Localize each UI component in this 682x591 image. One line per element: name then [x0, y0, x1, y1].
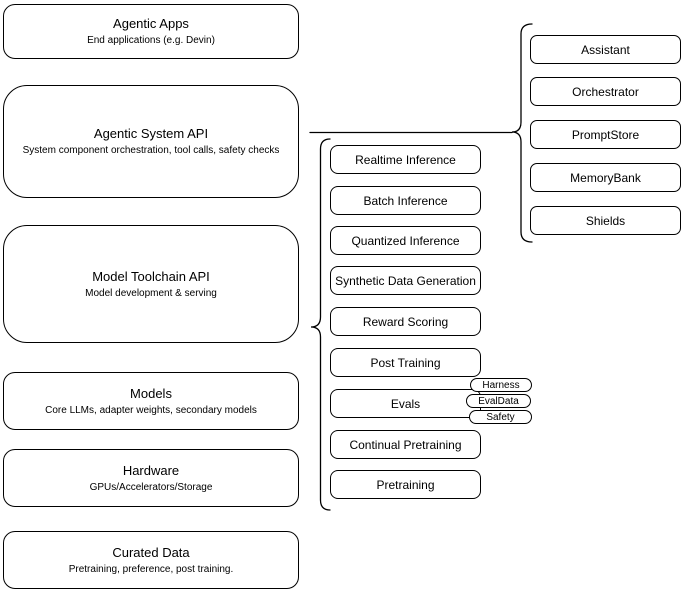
node-shields: Shields — [530, 206, 681, 235]
pill-label: Safety — [486, 411, 515, 423]
node-quantized-inference: Quantized Inference — [330, 226, 481, 255]
box-label: Assistant — [581, 42, 630, 57]
node-realtime-inference: Realtime Inference — [330, 145, 481, 174]
box-label: Continual Pretraining — [349, 437, 462, 452]
node-pretraining: Pretraining — [330, 470, 481, 499]
node-memorybank: MemoryBank — [530, 163, 681, 192]
pill-label: Harness — [482, 379, 520, 391]
node-synthetic-data-generation: Synthetic Data Generation — [330, 266, 481, 295]
box-label: Shields — [585, 213, 626, 228]
box-label: Orchestrator — [572, 84, 639, 99]
box-label: Quantized Inference — [351, 233, 460, 248]
box-label: Post Training — [370, 355, 441, 370]
node-orchestrator: Orchestrator — [530, 77, 681, 106]
box-subtitle: System component orchestration, tool cal… — [22, 145, 280, 156]
node-agentic-system-api: Agentic System API System component orch… — [3, 85, 299, 198]
box-subtitle: GPUs/Accelerators/Storage — [89, 481, 213, 493]
box-title: Agentic Apps — [113, 16, 189, 31]
tag-harness: Harness — [470, 378, 532, 392]
box-title: Hardware — [122, 462, 180, 478]
tag-safety: Safety — [469, 410, 532, 424]
node-models: Models Core LLMs, adapter weights, secon… — [3, 372, 299, 430]
box-label: PromptStore — [571, 127, 640, 142]
system-brace — [511, 23, 533, 243]
node-continual-pretraining: Continual Pretraining — [330, 430, 481, 459]
box-title: Model Toolchain API — [92, 268, 210, 284]
box-label: Evals — [390, 396, 421, 411]
node-curated-data: Curated Data Pretraining, preference, po… — [3, 531, 299, 589]
node-hardware: Hardware GPUs/Accelerators/Storage — [3, 449, 299, 507]
node-evals: Evals — [330, 389, 481, 418]
node-batch-inference: Batch Inference — [330, 186, 481, 215]
tag-evaldata: EvalData — [466, 394, 531, 408]
box-label: Batch Inference — [363, 193, 448, 208]
box-subtitle: Pretraining, preference, post training. — [68, 563, 234, 575]
node-agentic-apps: Agentic Apps End applications (e.g. Devi… — [3, 4, 299, 59]
box-title: Agentic System API — [93, 126, 209, 141]
box-title: Curated Data — [112, 544, 190, 560]
box-label: Pretraining — [376, 477, 435, 492]
box-label: Reward Scoring — [362, 314, 449, 329]
box-label: Synthetic Data Generation — [335, 273, 476, 288]
pill-label: EvalData — [478, 395, 519, 407]
box-label: Realtime Inference — [355, 152, 456, 167]
box-subtitle: Model development & serving — [85, 287, 217, 299]
box-subtitle: End applications (e.g. Devin) — [87, 35, 215, 46]
box-title: Models — [130, 385, 172, 401]
box-label: MemoryBank — [570, 170, 641, 185]
node-post-training: Post Training — [330, 348, 481, 377]
node-assistant: Assistant — [530, 35, 681, 64]
toolchain-brace — [310, 138, 331, 511]
node-reward-scoring: Reward Scoring — [330, 307, 481, 336]
node-promptstore: PromptStore — [530, 120, 681, 149]
box-subtitle: Core LLMs, adapter weights, secondary mo… — [45, 404, 257, 416]
node-model-toolchain-api: Model Toolchain API Model development & … — [3, 225, 299, 343]
